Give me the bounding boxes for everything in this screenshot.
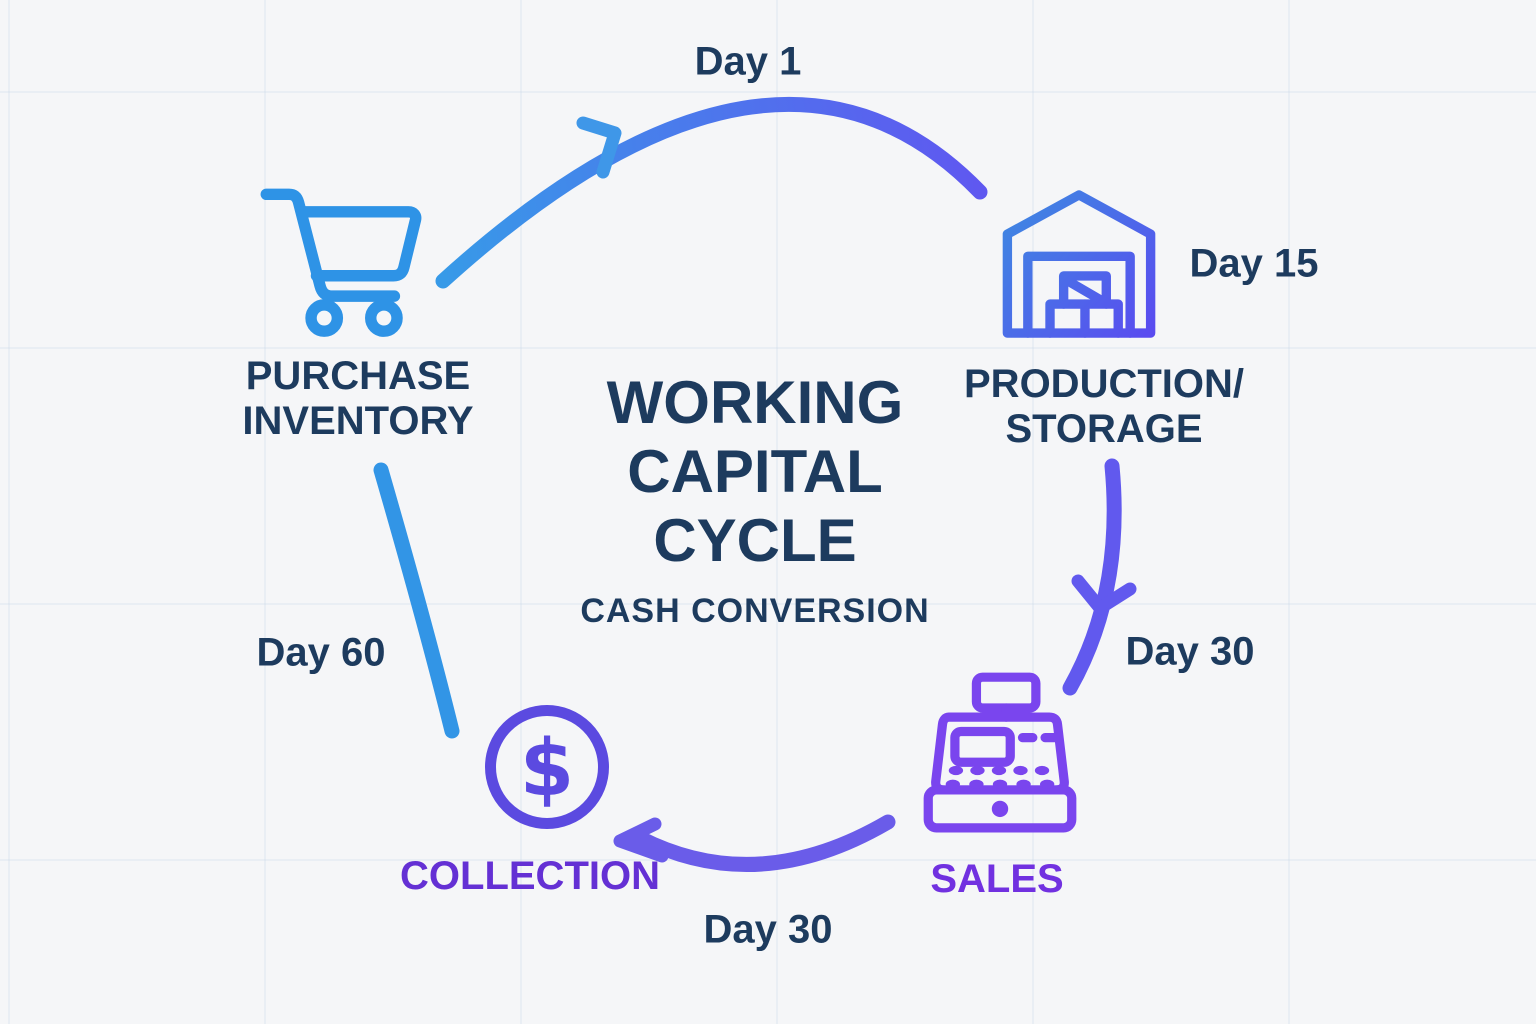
production-label-line-1: PRODUCTION/: [964, 362, 1244, 406]
arc-purchase-to-production: [435, 96, 988, 289]
day-label-right: Day 30: [1125, 629, 1255, 674]
purchase-inventory-stage: [252, 182, 428, 340]
bottom-arrowhead-icon: [613, 817, 669, 863]
title-line-3: CYCLE: [653, 507, 857, 574]
top-arrowhead-icon: [576, 116, 622, 179]
title-line-2: CAPITAL: [627, 438, 883, 505]
diagram-subtitle: CASH CONVERSION: [580, 592, 930, 630]
title-line-1: WORKING: [606, 369, 904, 436]
shopping-cart-icon: [260, 188, 422, 337]
collection-stage: $: [482, 702, 612, 832]
dollar-coin-icon: $: [485, 705, 609, 829]
day-label-top: Day 1: [694, 39, 802, 84]
day-label-bottom: Day 30: [703, 907, 833, 952]
dollar-sign-glyph: $: [520, 724, 574, 814]
sales-stage: [918, 670, 1082, 834]
warehouse-icon: [1002, 190, 1156, 338]
stage-label-purchase-inventory: PURCHASE INVENTORY: [242, 354, 473, 444]
arc-production-to-sales: [1062, 458, 1122, 696]
stage-label-sales: SALES: [930, 857, 1064, 901]
cash-register-icon: [923, 672, 1077, 833]
purchase-label-line-2: INVENTORY: [242, 399, 474, 443]
production-storage-stage: [993, 183, 1165, 345]
purchase-label-line-1: PURCHASE: [245, 354, 471, 398]
arc-sales-to-collection: [632, 814, 896, 872]
right-arrowhead-icon: [1071, 574, 1137, 615]
production-label-line-2: STORAGE: [1005, 407, 1203, 451]
day-label-left: Day 60: [256, 630, 386, 675]
stage-label-collection: COLLECTION: [400, 854, 660, 898]
diagram-title: WORKING CAPITAL CYCLE CASH CONVERSION: [580, 368, 929, 631]
arc-collection-to-purchase: [373, 462, 460, 739]
day-label-production-side: Day 15: [1189, 241, 1319, 286]
stage-label-production-storage: PRODUCTION/ STORAGE: [964, 362, 1244, 452]
